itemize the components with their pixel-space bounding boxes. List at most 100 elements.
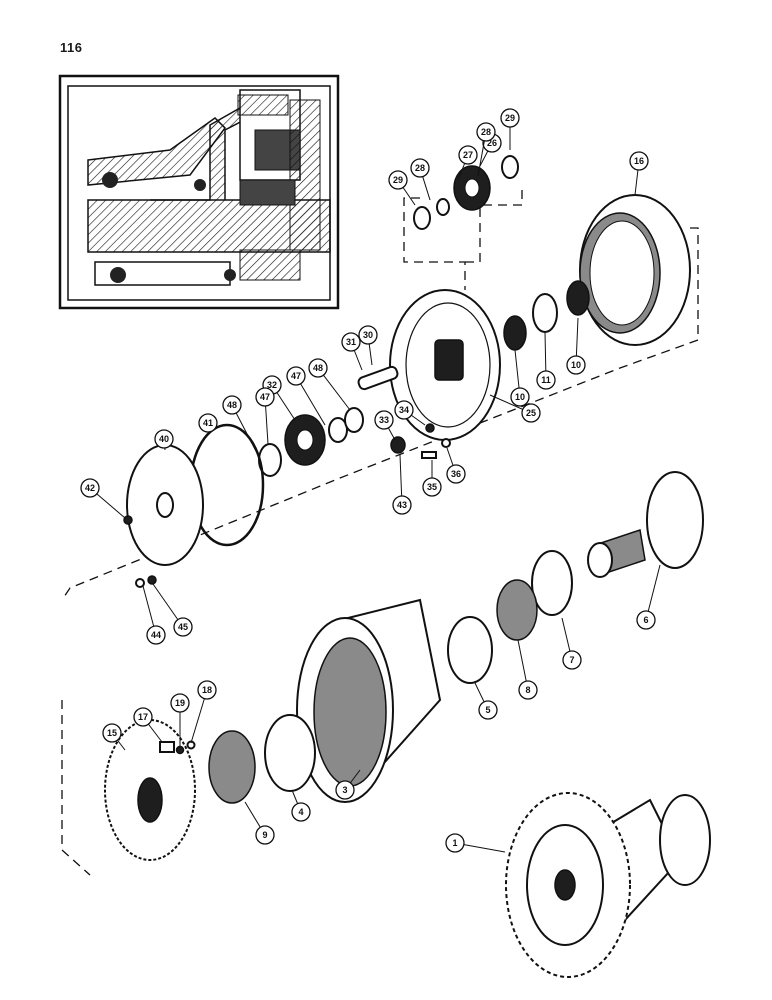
callout-label: 10	[571, 360, 581, 370]
callout-circle	[410, 158, 430, 178]
callout-circle	[422, 477, 442, 497]
callout-33: 33	[374, 410, 396, 441]
callout-43: 43	[392, 454, 412, 515]
part-bearing-cone	[496, 579, 538, 641]
callout-7: 7	[561, 617, 582, 670]
callout-circle	[562, 650, 582, 670]
callout-label: 40	[159, 434, 169, 444]
callout-47: 47	[286, 366, 326, 426]
callout-15: 15	[102, 723, 126, 751]
callout-label: 44	[151, 630, 161, 640]
part-small-hardware	[390, 423, 451, 459]
callout-label: 18	[202, 685, 212, 695]
callout-circle	[291, 802, 311, 822]
callout-34: 34	[394, 400, 426, 426]
callout-label: 8	[525, 685, 530, 695]
callout-circle	[173, 617, 193, 637]
callout-28: 28	[476, 122, 496, 177]
callout-label: 41	[203, 418, 213, 428]
callout-circle	[358, 325, 378, 345]
callout-label: 28	[415, 163, 425, 173]
callout-label: 48	[313, 363, 323, 373]
callout-circle	[335, 780, 355, 800]
callout-10: 10	[566, 317, 586, 375]
callout-5: 5	[474, 682, 498, 720]
callout-label: 19	[175, 698, 185, 708]
part-screw	[123, 515, 133, 525]
callout-label: 47	[291, 371, 301, 381]
callout-42: 42	[80, 478, 126, 519]
part-sun-gear	[258, 407, 364, 477]
callout-circle	[478, 700, 498, 720]
callout-circle	[446, 464, 466, 484]
callout-circle	[536, 370, 556, 390]
part-drive-gear	[104, 719, 196, 861]
callout-label: 9	[262, 830, 267, 840]
callout-circle	[341, 332, 361, 352]
callout-8: 8	[517, 639, 538, 700]
callout-group: 1345678910101115161718192526272828292930…	[80, 108, 661, 853]
callout-30: 30	[358, 325, 378, 366]
callout-18: 18	[190, 680, 217, 744]
callout-label: 3	[342, 785, 347, 795]
callout-circle	[510, 387, 530, 407]
callout-circle	[445, 833, 465, 853]
callout-19: 19	[170, 693, 190, 748]
callout-circle	[133, 707, 153, 727]
callout-label: 43	[397, 500, 407, 510]
callout-circle	[629, 151, 649, 171]
callout-label: 1	[452, 838, 457, 848]
callout-circle	[308, 358, 328, 378]
callout-label: 4	[298, 807, 303, 817]
callout-10: 10	[510, 349, 530, 407]
callout-4: 4	[291, 789, 311, 822]
callout-label: 36	[451, 469, 461, 479]
callout-29: 29	[388, 170, 416, 206]
callout-label: 47	[260, 392, 270, 402]
part-lock-plate	[159, 741, 175, 753]
callout-16: 16	[629, 151, 649, 196]
callout-circle	[392, 495, 412, 515]
callout-label: 11	[541, 375, 551, 385]
callout-label: 33	[379, 415, 389, 425]
page-number: 116	[60, 40, 83, 55]
callout-27: 27	[457, 145, 478, 181]
assembly-guide-line	[61, 700, 91, 876]
callout-circle	[255, 825, 275, 845]
callout-label: 29	[393, 175, 403, 185]
part-screw	[147, 575, 157, 585]
callout-45: 45	[152, 583, 193, 637]
callout-11: 11	[536, 331, 556, 390]
part-hub	[296, 598, 442, 803]
callout-label: 32	[267, 380, 277, 390]
callout-48: 48	[222, 395, 259, 456]
callout-6: 6	[636, 564, 661, 630]
part-axle-shaft	[587, 471, 704, 578]
callout-circle	[80, 478, 100, 498]
part-washers	[503, 280, 590, 351]
callout-label: 31	[346, 337, 356, 347]
callout-label: 25	[526, 408, 536, 418]
callout-35: 35	[422, 460, 442, 497]
part-screw	[135, 578, 145, 588]
part-hub-assembly	[505, 792, 711, 978]
callout-circle	[102, 723, 122, 743]
callout-circle	[518, 680, 538, 700]
callout-circle	[521, 403, 541, 423]
callout-label: 34	[399, 405, 409, 415]
callout-label: 17	[138, 712, 148, 722]
part-cover-plate	[126, 444, 204, 566]
callout-17: 17	[133, 707, 163, 743]
callout-label: 15	[107, 728, 117, 738]
callout-label: 48	[227, 400, 237, 410]
callout-40: 40	[154, 429, 174, 451]
callout-31: 31	[341, 332, 363, 371]
callout-circle	[374, 410, 394, 430]
callout-label: 10	[515, 392, 525, 402]
callout-label: 45	[178, 622, 188, 632]
callout-label: 16	[634, 156, 644, 166]
callout-1: 1	[445, 833, 506, 853]
part-bearing-cup	[447, 616, 493, 684]
callout-circle	[255, 387, 275, 407]
